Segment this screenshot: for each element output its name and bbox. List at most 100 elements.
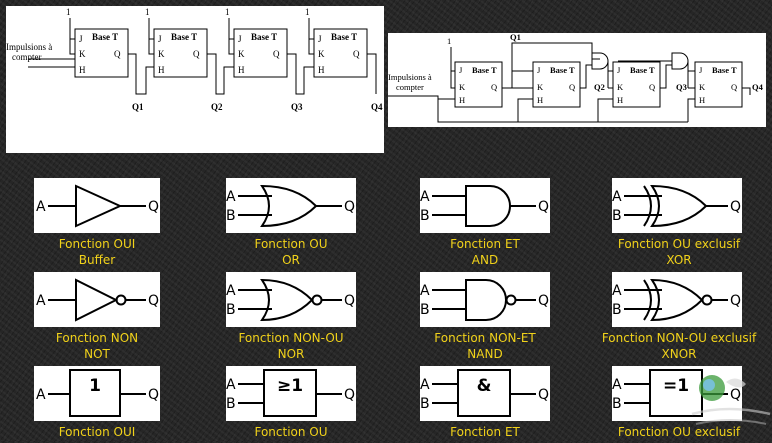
sync-output-q1: Q1: [510, 33, 521, 42]
sync-pin-k-2: K: [537, 82, 544, 92]
async-input-label-line2: compter: [12, 52, 42, 62]
sync-pin-k-4: K: [699, 82, 706, 92]
nand-caption-line1: Fonction NON-ET: [434, 331, 536, 345]
nand-caption-line2: NAND: [467, 347, 503, 361]
buffer-output-q: Q: [148, 199, 159, 215]
sync-pin-h-4: H: [699, 95, 705, 105]
and-input-b: B: [420, 208, 430, 224]
and-gate-symbol: A B Q: [420, 178, 550, 233]
async-output-q2: Q2: [211, 102, 223, 112]
async-block-title-2: Base T: [171, 32, 197, 42]
nor-input-a: A: [226, 283, 236, 299]
nand-gate-symbol: A B Q: [420, 272, 550, 327]
not-input-a: A: [36, 293, 46, 309]
sync-input-label-line2: compter: [396, 82, 424, 92]
async-output-q3: Q3: [291, 102, 303, 112]
nand-output-q: Q: [538, 293, 549, 309]
not-caption-line2: NOT: [84, 347, 110, 361]
async-high-level-3: 1: [225, 7, 230, 17]
sync-pin-k-1: K: [459, 82, 466, 92]
sync-pin-j-2: J: [537, 65, 541, 75]
not-caption-line1: Fonction NON: [55, 331, 139, 345]
iec-buffer-output-q: Q: [148, 387, 159, 403]
async-pin-h-4: H: [318, 65, 325, 75]
xor-input-b: B: [612, 208, 622, 224]
async-pin-j-2: J: [158, 34, 162, 44]
watermark-logo: [688, 368, 772, 438]
iec-or-input-b: B: [226, 396, 236, 412]
iec-and-input-b: B: [420, 396, 430, 412]
iec-and-symbol-label: &: [477, 376, 492, 396]
sync-pin-q-3: Q: [649, 82, 655, 92]
sync-high-level: 1: [447, 36, 451, 46]
not-output-q: Q: [148, 293, 159, 309]
async-high-level-4: 1: [305, 7, 310, 17]
async-input-label-line1: Impulsions à: [6, 42, 52, 52]
nand-input-a: A: [420, 283, 430, 299]
xor-gate-symbol: A B Q: [612, 178, 742, 233]
async-output-q4: Q4: [371, 102, 383, 112]
and-caption-line2: AND: [471, 253, 499, 267]
sync-pin-k-3: K: [617, 82, 624, 92]
async-high-level-2: 1: [145, 7, 150, 17]
or-caption-line2: OR: [282, 253, 300, 267]
async-pin-k-3: K: [238, 49, 245, 59]
xor-caption-line2: XOR: [666, 253, 692, 267]
async-pin-j-4: J: [318, 34, 322, 44]
iec-or-input-a: A: [226, 377, 236, 393]
iec-xor-input-b: B: [612, 396, 622, 412]
and-caption-line1: Fonction ET: [450, 237, 520, 251]
iec-buffer-symbol: A Q 1: [34, 366, 160, 421]
nor-gate-symbol: A B Q: [226, 272, 356, 327]
sync-pin-j-3: J: [617, 65, 621, 75]
iec-or-caption-line1: Fonction OU: [254, 425, 328, 439]
sync-output-q4: Q4: [752, 82, 764, 92]
and-output-q: Q: [538, 199, 549, 215]
sync-input-label-line1: Impulsions à: [388, 72, 432, 82]
async-pin-q-2: Q: [193, 49, 200, 59]
async-block-title-1: Base T: [92, 32, 118, 42]
iec-and-output-q: Q: [538, 387, 549, 403]
xor-caption-line1: Fonction OU exclusif: [617, 237, 741, 251]
sync-pin-j-1: J: [459, 65, 463, 75]
iec-or-symbol-label: ≥1: [277, 376, 303, 396]
async-pin-h-3: H: [238, 65, 245, 75]
async-counter-diagram: Impulsions à compter 1 1 1 1 Base T J K …: [6, 6, 384, 153]
sync-block-title-2: Base T: [550, 65, 575, 75]
sync-pin-h-1: H: [459, 95, 465, 105]
async-counter-schematic: Impulsions à compter 1 1 1 1 Base T J K …: [6, 7, 383, 112]
sync-pin-q-2: Q: [569, 82, 575, 92]
sync-output-q3: Q3: [676, 82, 687, 92]
async-pin-q-4: Q: [353, 49, 360, 59]
xnor-caption-line2: XNOR: [661, 347, 697, 361]
async-pin-h-1: H: [79, 65, 86, 75]
nor-output-q: Q: [344, 293, 355, 309]
or-input-a: A: [226, 189, 236, 205]
nor-input-b: B: [226, 302, 236, 318]
sync-pin-h-2: H: [537, 95, 543, 105]
async-high-level-1: 1: [66, 7, 71, 17]
async-block-title-3: Base T: [251, 32, 277, 42]
iec-and-caption-line1: Fonction ET: [450, 425, 520, 439]
async-pin-q-3: Q: [273, 49, 280, 59]
or-output-q: Q: [344, 199, 355, 215]
buffer-caption-line2: Buffer: [78, 253, 116, 267]
or-gate-symbol: A B Q: [226, 178, 356, 233]
async-block-title-4: Base T: [331, 32, 357, 42]
nor-caption-line1: Fonction NON-OU: [238, 331, 344, 345]
async-pin-h-2: H: [158, 65, 165, 75]
async-pin-k-4: K: [318, 49, 325, 59]
iec-xor-output-q: Q: [730, 387, 741, 403]
sync-pin-q-4: Q: [731, 82, 737, 92]
not-gate-symbol: A Q: [34, 272, 160, 327]
iec-buffer-caption-line1: Fonction OUI: [58, 425, 136, 439]
sync-block-title-4: Base T: [712, 65, 737, 75]
xor-input-a: A: [612, 189, 622, 205]
or-caption-line1: Fonction OU: [254, 237, 328, 251]
iec-xor-symbol-label: =1: [663, 376, 689, 396]
iec-xor-caption-line1: Fonction OU exclusif: [617, 425, 741, 439]
xor-output-q: Q: [730, 199, 741, 215]
or-input-b: B: [226, 208, 236, 224]
buffer-caption-line1: Fonction OUI: [58, 237, 136, 251]
async-pin-j-3: J: [238, 34, 242, 44]
